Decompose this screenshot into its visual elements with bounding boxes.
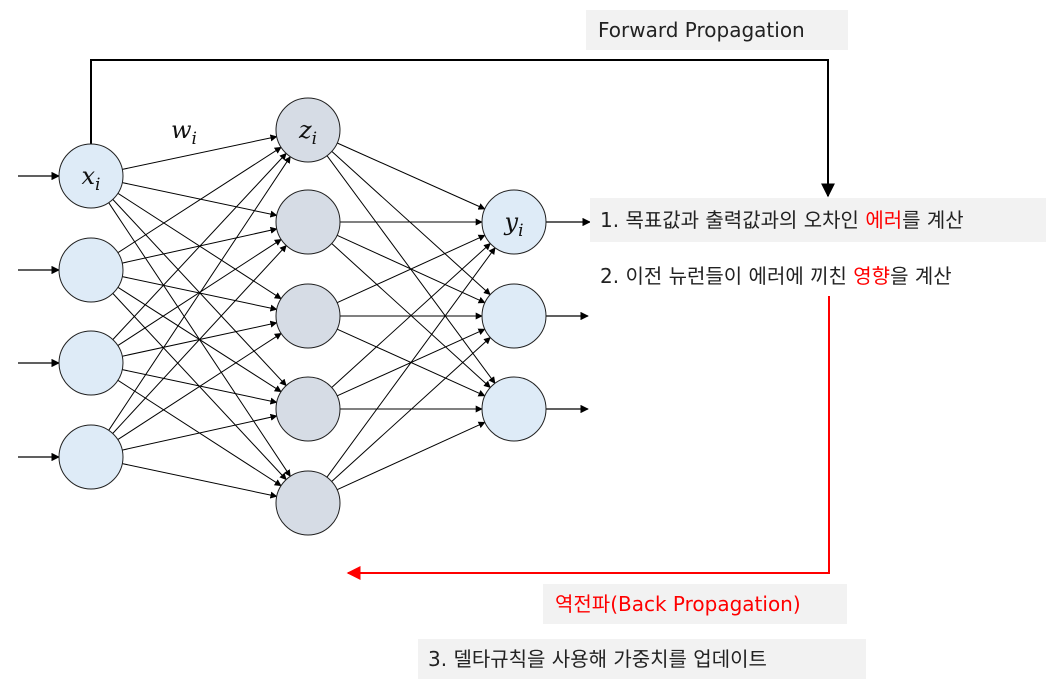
weight-label: wi — [171, 116, 197, 149]
forward-propagation-arrow — [90, 59, 835, 198]
step1-label: 1. 목표값과 출력값과의 오차인 에러를 계산 — [590, 198, 1046, 242]
connection-input-2-to-hidden-1 — [117, 238, 282, 347]
connection-hidden-2-to-output-0 — [336, 234, 486, 304]
connection-hidden-0-to-output-1 — [331, 151, 491, 296]
input-node-label: xi — [82, 162, 101, 195]
step1-suffix: 를 계산 — [902, 208, 964, 232]
step2-highlight: 영향 — [853, 264, 891, 288]
connection-hidden-4-to-output-2 — [336, 421, 486, 491]
connection-input-3-to-hidden-2 — [117, 332, 282, 441]
step2-prefix: 2. 이전 뉴런들이 에러에 끼친 — [600, 264, 854, 288]
connection-input-2-to-hidden-0 — [112, 152, 287, 340]
connection-input-0-to-hidden-1 — [122, 182, 278, 218]
hidden-node-3 — [275, 376, 341, 442]
step1-highlight: 에러 — [865, 208, 903, 232]
hidden-node-0 — [275, 97, 341, 163]
connection-hidden-0-to-output-0 — [336, 142, 486, 210]
output-node-1 — [481, 283, 547, 349]
connection-input-3-to-hidden-3 — [122, 413, 278, 451]
output-node-0 — [481, 189, 547, 255]
output-node-label: yi — [504, 208, 524, 241]
connection-hidden-3-to-output-0 — [331, 243, 491, 388]
connection-input-3-to-hidden-1 — [112, 244, 287, 434]
step2-label: 2. 이전 뉴런들이 에러에 끼친 영향을 계산 — [600, 266, 952, 286]
forward-propagation-label: Forward Propagation — [586, 10, 848, 50]
node-label-group: xi zi yi wi — [82, 116, 524, 241]
connection-input-1-to-hidden-0 — [117, 146, 282, 254]
input-node-1 — [58, 237, 124, 303]
connection-input-0-to-hidden-0 — [122, 134, 278, 170]
step3-label: 3. 델타규칙을 사용해 가중치를 업데이트 — [418, 639, 866, 679]
node-group — [58, 97, 547, 536]
io-arrow-group — [18, 171, 591, 462]
hidden-node-1 — [275, 189, 341, 255]
hidden-node-4 — [275, 470, 341, 536]
step2-suffix: 을 계산 — [890, 264, 952, 288]
output-node-2 — [481, 376, 547, 442]
connection-hidden-4-to-output-0 — [326, 247, 496, 478]
input-node-3 — [58, 424, 124, 490]
connection-hidden-4-to-output-1 — [331, 337, 491, 482]
input-node-2 — [58, 330, 124, 396]
input-node-0 — [58, 143, 124, 209]
step1-prefix: 1. 목표값과 출력값과의 오차인 — [600, 208, 866, 232]
hidden-node-2 — [275, 283, 341, 349]
backprop-label: 역전파(Back Propagation) — [543, 584, 847, 624]
flow-arrow-group — [90, 59, 835, 580]
edge-group — [108, 134, 496, 499]
connection-input-3-to-hidden-0 — [108, 156, 291, 431]
connection-input-3-to-hidden-4 — [122, 463, 278, 499]
hidden-node-label: zi — [298, 116, 317, 149]
backprop-arrow — [346, 296, 830, 580]
